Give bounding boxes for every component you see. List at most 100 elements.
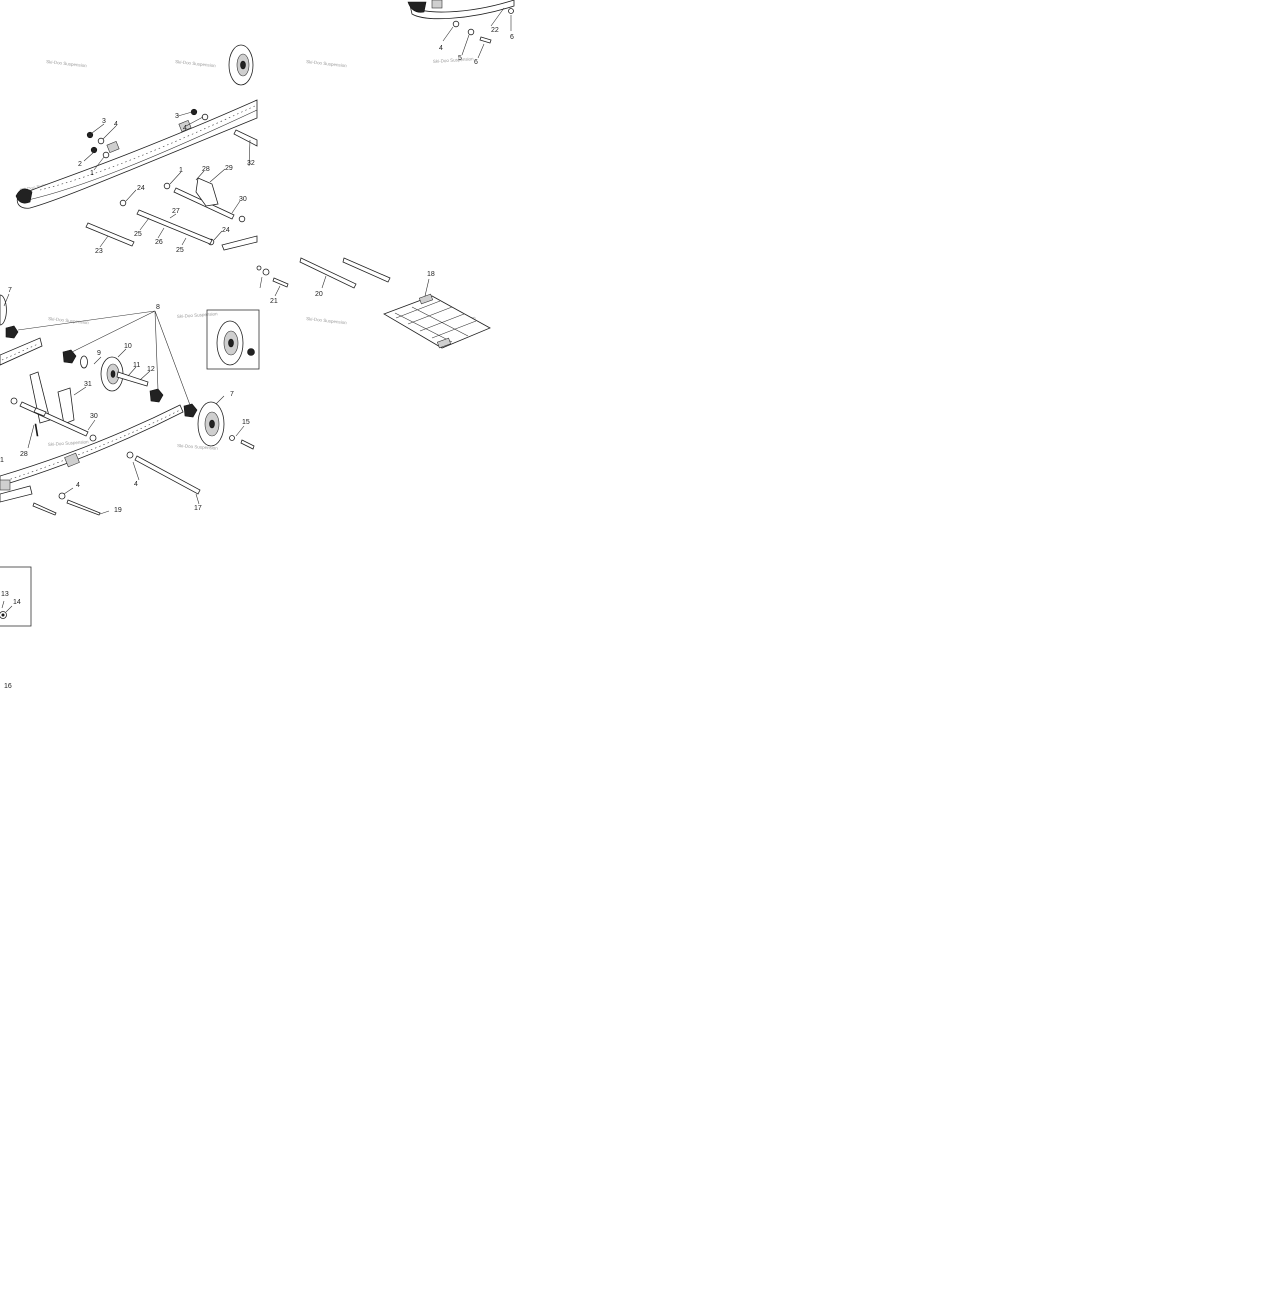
runner-frame	[383, 293, 491, 349]
watermark: Ski-Doo Suspension	[48, 439, 90, 447]
callout-number: 16	[4, 683, 12, 690]
callout-number: 25	[134, 231, 142, 238]
callout-number: 11	[133, 362, 140, 369]
nut	[190, 108, 198, 116]
watermark: Ski-Doo Suspension	[46, 59, 88, 68]
washer	[452, 20, 460, 28]
watermark: Ski-Doo Suspension	[306, 59, 348, 68]
callout-number: 8	[156, 304, 160, 311]
bolt	[479, 36, 492, 44]
callout-number: 7	[230, 391, 234, 398]
callout-number: 26	[155, 239, 163, 246]
inset-detail-box	[206, 309, 260, 370]
callout-number: 3	[175, 113, 179, 120]
rail-segment	[0, 337, 43, 366]
axle	[299, 257, 357, 289]
washer	[467, 28, 475, 36]
callout-number: 10	[124, 343, 132, 350]
callout-number: 27	[172, 208, 180, 215]
idler-wheel	[197, 401, 225, 447]
callout-number: 13	[1, 591, 9, 598]
callout-number: 4	[183, 125, 187, 132]
callout-number: 14	[13, 599, 21, 606]
rail-segment	[233, 129, 258, 147]
washer	[229, 435, 235, 441]
washer	[58, 492, 66, 500]
bumper	[5, 325, 19, 339]
washer	[10, 397, 18, 405]
washer	[262, 268, 270, 276]
callout-number: 6	[474, 59, 478, 66]
diagram-tile-top-left: Ski-Doo Suspension Ski-Doo Suspension Sk…	[15, 44, 258, 255]
washer	[201, 113, 209, 121]
inset-detail-box	[0, 566, 32, 627]
axle	[342, 257, 391, 283]
bolt	[240, 439, 255, 450]
callout-number: 5	[458, 55, 462, 62]
callout-number: 28	[202, 166, 210, 173]
callout-number: 21	[270, 298, 278, 305]
callout-number: 28	[20, 451, 28, 458]
callout-number: 15	[242, 419, 250, 426]
rail-segment	[221, 235, 258, 251]
washer	[119, 199, 127, 207]
callout-number: 4	[439, 45, 443, 52]
bumper	[149, 388, 164, 403]
diagram-tile-bottom-left: 13 14 16	[0, 566, 32, 690]
callout-number: 19	[114, 507, 122, 514]
callout-number: 24	[137, 185, 145, 192]
callout-number: 6	[510, 34, 514, 41]
watermark: Ski-Doo Suspension	[306, 316, 348, 325]
shaft	[136, 209, 213, 245]
slide-rail	[15, 99, 258, 209]
watermark: Ski-Doo Suspension	[175, 59, 217, 68]
slide-rail-tip	[407, 0, 515, 20]
washer	[126, 451, 134, 459]
callout-number: 20	[315, 291, 323, 298]
bolt	[272, 277, 289, 288]
callout-number: 7	[8, 287, 12, 294]
diagram-tile-top-right: Ski-Doo Suspension Ski-Doo Suspension 22…	[306, 0, 515, 68]
callout-number: 3	[102, 118, 106, 125]
pin	[34, 423, 39, 437]
swing-arm-bracket	[19, 371, 89, 437]
callout-number: 30	[90, 413, 98, 420]
callout-number: 17	[194, 505, 202, 512]
idler-wheel	[0, 294, 7, 326]
diagram-tile-mid-right: Ski-Doo Suspension Ski-Doo Suspension 7 …	[256, 257, 491, 349]
nut	[90, 146, 98, 154]
washer	[238, 215, 246, 223]
watermark: Ski-Doo Suspension	[433, 56, 475, 64]
pivot-bracket	[195, 177, 219, 207]
watermark: Ski-Doo Suspension	[177, 311, 219, 319]
diagram-tile-mid-left: Ski-Doo Suspension Ski-Doo Suspension Sk…	[0, 287, 260, 516]
callout-number: 23	[95, 248, 103, 255]
callout-number: 29	[225, 165, 233, 172]
callout-number: 1	[0, 457, 4, 464]
callout-number: 4	[134, 481, 138, 488]
callout-number: 22	[491, 27, 499, 34]
bumper	[62, 349, 77, 364]
callout-number: 4	[114, 121, 118, 128]
watermark: Ski-Doo Suspension	[48, 316, 90, 325]
callout-number: 1	[90, 170, 94, 177]
callout-number: 30	[239, 196, 247, 203]
callout-number: 1	[179, 167, 183, 174]
slide-rail	[0, 404, 184, 503]
axle	[134, 455, 201, 495]
callout-number: 31	[84, 381, 92, 388]
callout-number: 18	[427, 271, 435, 278]
washer	[97, 137, 105, 145]
idler-wheel-assembly	[80, 355, 149, 392]
callout-number: 32	[247, 160, 255, 167]
callout-number: 9	[97, 350, 101, 357]
washer	[256, 265, 262, 271]
nut	[86, 131, 94, 139]
bumper	[183, 403, 198, 418]
washer	[89, 434, 97, 442]
callout-number: 2	[78, 161, 82, 168]
callout-number: 25	[176, 247, 184, 254]
idler-wheel	[228, 44, 254, 86]
